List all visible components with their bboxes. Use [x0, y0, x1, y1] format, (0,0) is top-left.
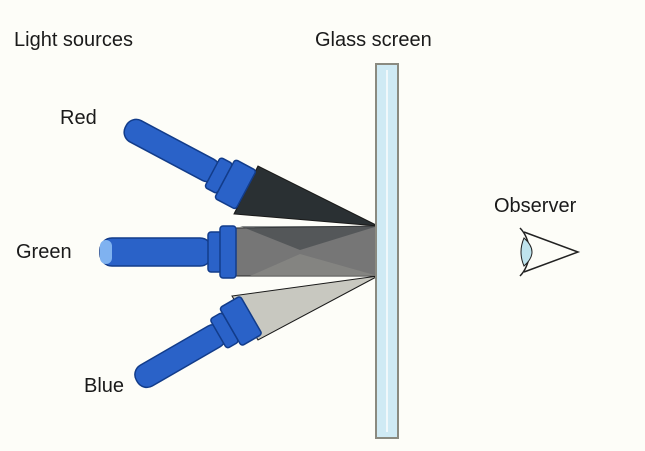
green-source-label: Green [16, 241, 72, 263]
beam-overlap-green-blue [250, 254, 378, 276]
light-sources-label: Light sources [14, 29, 133, 51]
blue-source-label: Blue [84, 375, 124, 397]
observer-label: Observer [494, 195, 577, 217]
glass-screen [375, 63, 399, 439]
red-light-beam [233, 165, 379, 227]
red-source-label: Red [60, 107, 97, 129]
green-flashlight-icon [99, 225, 237, 279]
glass-screen-label: Glass screen [315, 29, 432, 51]
beam-overlap-red-green [240, 226, 378, 250]
blue-flashlight-icon [134, 296, 262, 389]
eye-icon [519, 227, 581, 277]
red-flashlight-icon [123, 118, 257, 210]
